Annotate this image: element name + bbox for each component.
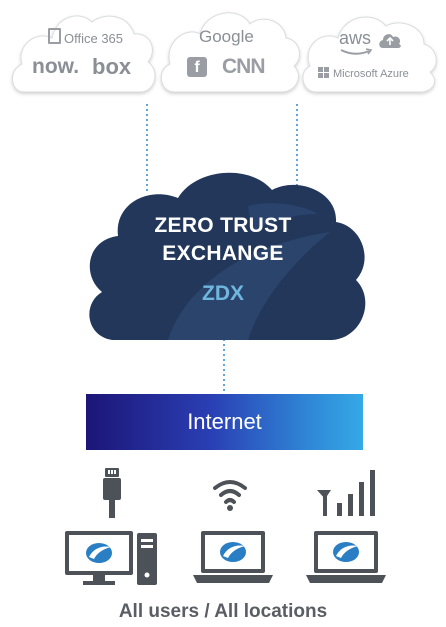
aws-smile-icon — [340, 48, 373, 55]
office365-label: Office 365 — [64, 31, 124, 46]
desktop-computer — [65, 531, 157, 585]
laptop-middle — [193, 531, 273, 583]
zscaler-logo-icon — [333, 542, 359, 562]
zero-trust-cloud — [89, 172, 366, 340]
facebook-icon: f — [187, 57, 207, 77]
aws-logo: aws — [339, 28, 371, 49]
cloud-upload-icon — [379, 34, 401, 48]
azure-label: Microsoft Azure — [333, 68, 409, 80]
cnn-logo: CNN — [222, 55, 265, 78]
google-logo: Google — [199, 27, 254, 46]
exchange-title-line2: EXCHANGE — [162, 242, 284, 265]
caption: All users / All locations — [118, 601, 328, 622]
zscaler-logo-icon — [220, 542, 246, 562]
wifi-icon — [213, 480, 247, 511]
cloud-right — [302, 16, 437, 93]
laptop-right — [306, 531, 386, 583]
windows-icon — [318, 67, 329, 78]
ethernet-icon — [103, 468, 121, 518]
exchange-title-line1: ZERO TRUST — [154, 214, 292, 237]
cellular-signal-icon — [317, 470, 375, 516]
aws-label: aws — [339, 28, 372, 48]
azure-logo: Microsoft Azure — [318, 67, 409, 80]
office365-logo: Office 365 — [48, 28, 123, 46]
internet-bar: Internet — [86, 394, 363, 450]
internet-label: Internet — [187, 409, 262, 434]
zscaler-logo-icon — [86, 543, 112, 563]
facebook-glyph: f — [194, 59, 200, 76]
servicenow-logo: now. — [32, 55, 80, 78]
box-logo: box — [92, 54, 132, 79]
saas-clouds — [12, 12, 437, 93]
office-icon — [48, 28, 61, 44]
cloud-left — [12, 15, 156, 93]
zdx-label: ZDX — [202, 282, 244, 305]
